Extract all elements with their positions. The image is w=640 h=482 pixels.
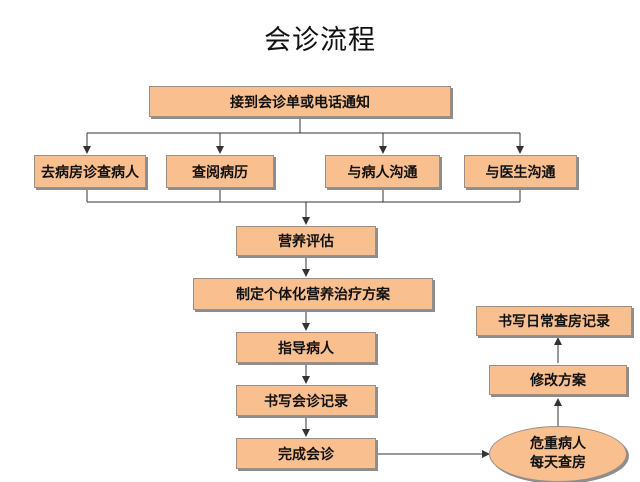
page-title: 会诊流程 bbox=[264, 25, 376, 56]
daily-rounds-record-box: 书写日常查房记录 bbox=[476, 306, 632, 336]
daily-rounds-label: 每天查房 bbox=[530, 455, 586, 471]
critical-patient-label: 危重病人 bbox=[530, 436, 586, 452]
individual-plan-box: 制定个体化营养治疗方案 bbox=[193, 278, 433, 310]
review-records-box: 查阅病历 bbox=[166, 155, 274, 188]
nutrition-assessment-box: 营养评估 bbox=[236, 226, 376, 256]
critical-patient-ellipse: 危重病人 每天查房 bbox=[489, 426, 627, 482]
write-consult-record-box: 书写会诊记录 bbox=[236, 385, 376, 416]
receive-notice-box: 接到会诊单或电话通知 bbox=[149, 86, 451, 117]
talk-patient-box: 与病人沟通 bbox=[325, 155, 440, 188]
complete-consult-box: 完成会诊 bbox=[236, 438, 376, 469]
visit-ward-box: 去病房诊查病人 bbox=[34, 155, 146, 188]
talk-doctor-box: 与医生沟通 bbox=[464, 155, 577, 188]
guide-patient-box: 指导病人 bbox=[236, 332, 376, 363]
modify-plan-box: 修改方案 bbox=[489, 365, 627, 395]
